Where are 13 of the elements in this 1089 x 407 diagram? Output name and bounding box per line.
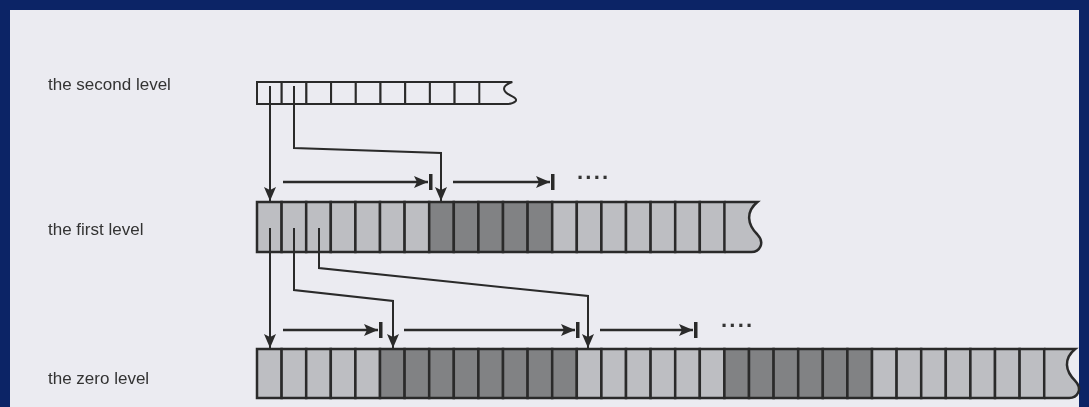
level-label: the first level xyxy=(48,220,144,240)
level-label: the second level xyxy=(48,75,171,95)
array-bar xyxy=(257,202,764,252)
arrow xyxy=(318,251,594,349)
level-label: the zero level xyxy=(48,369,150,389)
array-bar xyxy=(257,349,1082,398)
ellipsis: ···· xyxy=(721,316,755,336)
arrow xyxy=(264,251,276,349)
arrow xyxy=(264,103,276,202)
arrow xyxy=(293,103,447,202)
array-bar xyxy=(257,82,519,104)
arrow xyxy=(293,251,399,349)
ellipsis: ···· xyxy=(577,168,611,188)
